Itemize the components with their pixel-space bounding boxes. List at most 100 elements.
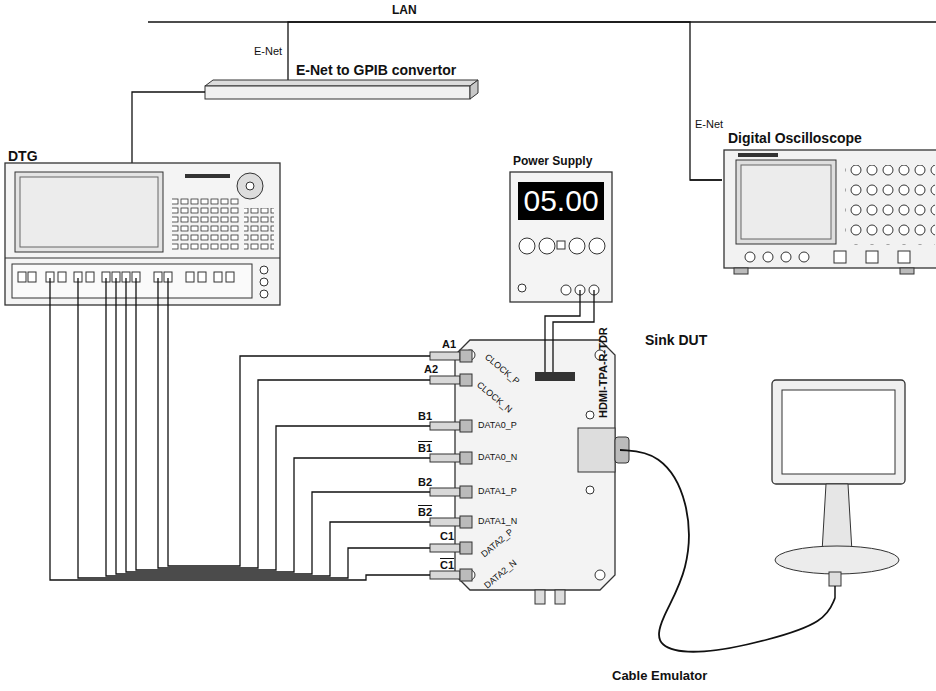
port xyxy=(898,251,910,263)
lan-cable xyxy=(288,22,722,180)
cable-stub xyxy=(135,278,136,296)
cable-stub xyxy=(834,586,836,598)
fixture-board xyxy=(455,340,615,590)
convertor-side xyxy=(470,80,478,99)
dtg-slot xyxy=(185,174,230,178)
sma-plug xyxy=(430,571,460,579)
network-label: LAN xyxy=(392,3,417,17)
mount-hole xyxy=(586,411,594,419)
device-heading: DTG xyxy=(8,148,38,165)
dtg-output-strip xyxy=(12,264,252,298)
signal-cable xyxy=(106,296,430,576)
cable-stub xyxy=(49,278,50,296)
knob xyxy=(569,238,585,254)
network-label: E-Net xyxy=(254,45,282,58)
enet-stub xyxy=(287,62,288,80)
device-heading: E-Net to GPIB convertor xyxy=(296,62,456,79)
cable-stub xyxy=(115,278,116,296)
dtg-divider xyxy=(5,258,280,259)
power-wire xyxy=(545,304,580,328)
display-reading: 05.00 xyxy=(524,183,599,219)
cable-stub xyxy=(105,278,106,296)
output-connector xyxy=(214,272,222,282)
gpib-cable xyxy=(132,92,205,146)
scope-foot xyxy=(734,268,748,274)
monitor-neck xyxy=(822,484,852,552)
sma-plug xyxy=(430,454,460,462)
sma-plug xyxy=(430,544,460,552)
port xyxy=(781,252,791,262)
channel-label: B1 xyxy=(418,410,432,423)
port xyxy=(834,251,846,263)
network-label: E-Net xyxy=(695,118,723,131)
wire-stub xyxy=(593,290,594,304)
dtg-buttons xyxy=(172,196,240,252)
wire-stub xyxy=(544,328,545,372)
sma-nut xyxy=(460,486,472,498)
port xyxy=(260,290,268,298)
power-header xyxy=(535,372,575,381)
dtg-body xyxy=(5,163,280,305)
gpib-stub xyxy=(131,146,132,163)
dtg-knob xyxy=(237,173,263,199)
pin-label: DATA1_N xyxy=(478,516,517,527)
scope-screen-inner xyxy=(741,165,831,239)
cable-stub xyxy=(77,278,78,296)
signal-cable xyxy=(136,296,430,570)
sma-nut xyxy=(460,516,472,528)
channel-label: B2 xyxy=(418,476,432,489)
channel-label: C1 xyxy=(440,530,454,543)
cable-label: Cable Emulator xyxy=(612,668,707,684)
cable-stub xyxy=(167,278,168,296)
pin-label: DATA2_N xyxy=(482,558,519,591)
mount-hole xyxy=(595,570,605,580)
device-heading: Sink DUT xyxy=(645,332,707,349)
signal-cable xyxy=(126,296,430,572)
sma-nut xyxy=(460,350,472,362)
dtg-connectors xyxy=(18,266,268,298)
pin-label: CLOCK_P xyxy=(482,352,521,387)
channel-label: A2 xyxy=(424,363,438,376)
fixture-name: HDMI-TPA-R-TDR xyxy=(596,327,609,418)
sma-plug xyxy=(430,488,460,496)
power-supply: Power Supply05.00 xyxy=(508,154,614,304)
sma-plug xyxy=(430,422,460,430)
knob xyxy=(519,238,535,254)
channel-label: A1 xyxy=(442,338,456,351)
port xyxy=(763,252,773,262)
device-heading: Digital Oscilloscope xyxy=(728,130,862,147)
port xyxy=(260,278,268,286)
dtg-knob-center xyxy=(246,182,254,190)
pin-label: DATA1_P xyxy=(478,486,517,497)
output-connector xyxy=(18,272,26,282)
scope-foot xyxy=(900,268,914,274)
scope-badge xyxy=(738,153,778,157)
pin-label: DATA0_P xyxy=(478,420,517,431)
monitor-base xyxy=(775,546,899,574)
scope-body xyxy=(724,150,936,268)
dtg-instrument: DTG xyxy=(4,146,282,296)
dtg-cable-stubs xyxy=(50,278,168,296)
scope-front-ports xyxy=(745,251,910,263)
channel-label: B2 xyxy=(418,506,432,519)
signal-cable xyxy=(116,296,430,574)
sma-plug xyxy=(430,518,460,526)
signal-cable xyxy=(168,296,430,566)
output-connector xyxy=(28,272,36,282)
wire-stub xyxy=(579,290,580,304)
scope-controls xyxy=(845,165,935,245)
signal-cable xyxy=(78,296,430,578)
pin-label: DATA0_N xyxy=(478,452,517,463)
power-wire xyxy=(553,304,594,328)
port xyxy=(799,252,809,262)
hdmi-cable xyxy=(620,450,835,652)
pin-label: CLOCK_N xyxy=(474,380,514,416)
sma-nut xyxy=(460,569,472,581)
output-connector xyxy=(186,272,194,282)
signal-cable xyxy=(50,296,430,580)
port xyxy=(866,251,878,263)
